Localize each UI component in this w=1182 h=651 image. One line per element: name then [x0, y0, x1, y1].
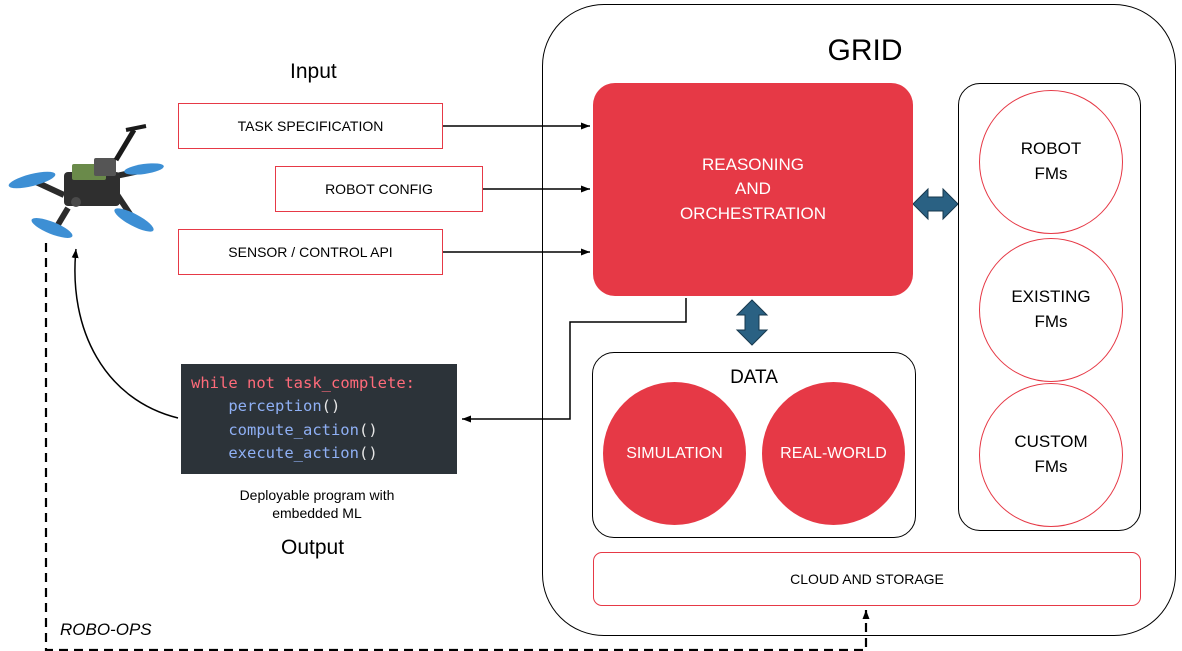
custom-fms-line-1: CUSTOM	[1014, 432, 1088, 452]
existing-fms-circle: EXISTING FMs	[979, 238, 1123, 382]
reasoning-orchestration-block: REASONING AND ORCHESTRATION	[593, 83, 913, 296]
data-title: DATA	[730, 367, 778, 388]
robo-ops-loop	[44, 243, 870, 651]
robot-config-box: ROBOT CONFIG	[275, 166, 483, 212]
caption-line-2: embedded ML	[272, 505, 362, 522]
grid-platform-frame	[542, 4, 1176, 636]
grid-title: GRID	[827, 34, 903, 67]
code-snippet: while not task_complete: perception() co…	[181, 364, 457, 474]
robot-fms-line-1: ROBOT	[1020, 139, 1082, 159]
existing-fms-line-2: FMs	[1034, 312, 1068, 331]
input-heading: Input	[290, 60, 337, 83]
deploy-arrow	[71, 248, 179, 419]
existing-fms-line-1: EXISTING	[1011, 287, 1091, 307]
code-call-compute-action: compute_action	[228, 420, 359, 439]
reasoning-line-2: AND	[735, 179, 771, 199]
code-line-perception: perception()	[228, 397, 341, 416]
output-arrow	[462, 298, 687, 423]
sensor-control-api-box: SENSOR / CONTROL API	[178, 229, 443, 275]
cloud-storage-box: CLOUD AND STORAGE	[593, 552, 1141, 606]
code-call-perception: perception	[228, 397, 322, 416]
foundation-models-panel	[958, 83, 1141, 531]
code-keyword: while not	[191, 374, 275, 392]
caption-line-1: Deployable program with	[239, 487, 395, 503]
code-line-compute-action: compute_action()	[228, 420, 378, 439]
data-panel	[592, 352, 916, 538]
code-call-execute-action: execute_action	[228, 443, 359, 462]
robot-fms-line-2: FMs	[1034, 164, 1068, 183]
custom-fms-circle: CUSTOM FMs	[979, 383, 1123, 527]
simulation-circle: SIMULATION	[603, 382, 746, 525]
reasoning-data-double-arrow	[735, 299, 769, 346]
robot-fms-circle: ROBOT FMs	[979, 90, 1123, 234]
output-heading: Output	[281, 536, 345, 559]
code-condition: task_complete:	[275, 374, 415, 392]
output-caption: Deployable program with embedded ML	[190, 486, 444, 522]
task-specification-box: TASK SPECIFICATION	[178, 103, 443, 149]
reasoning-line-3: ORCHESTRATION	[679, 203, 827, 223]
code-line-execute-action: execute_action()	[228, 443, 378, 462]
quadcopter-drone-icon	[8, 124, 164, 238]
code-line-loop: while not task_complete:	[191, 372, 447, 395]
custom-fms-line-2: FMs	[1034, 457, 1068, 476]
reasoning-line-1: REASONING	[701, 154, 805, 174]
robo-ops-label: ROBO-OPS	[60, 620, 152, 639]
real-world-circle: REAL-WORLD	[762, 382, 905, 525]
